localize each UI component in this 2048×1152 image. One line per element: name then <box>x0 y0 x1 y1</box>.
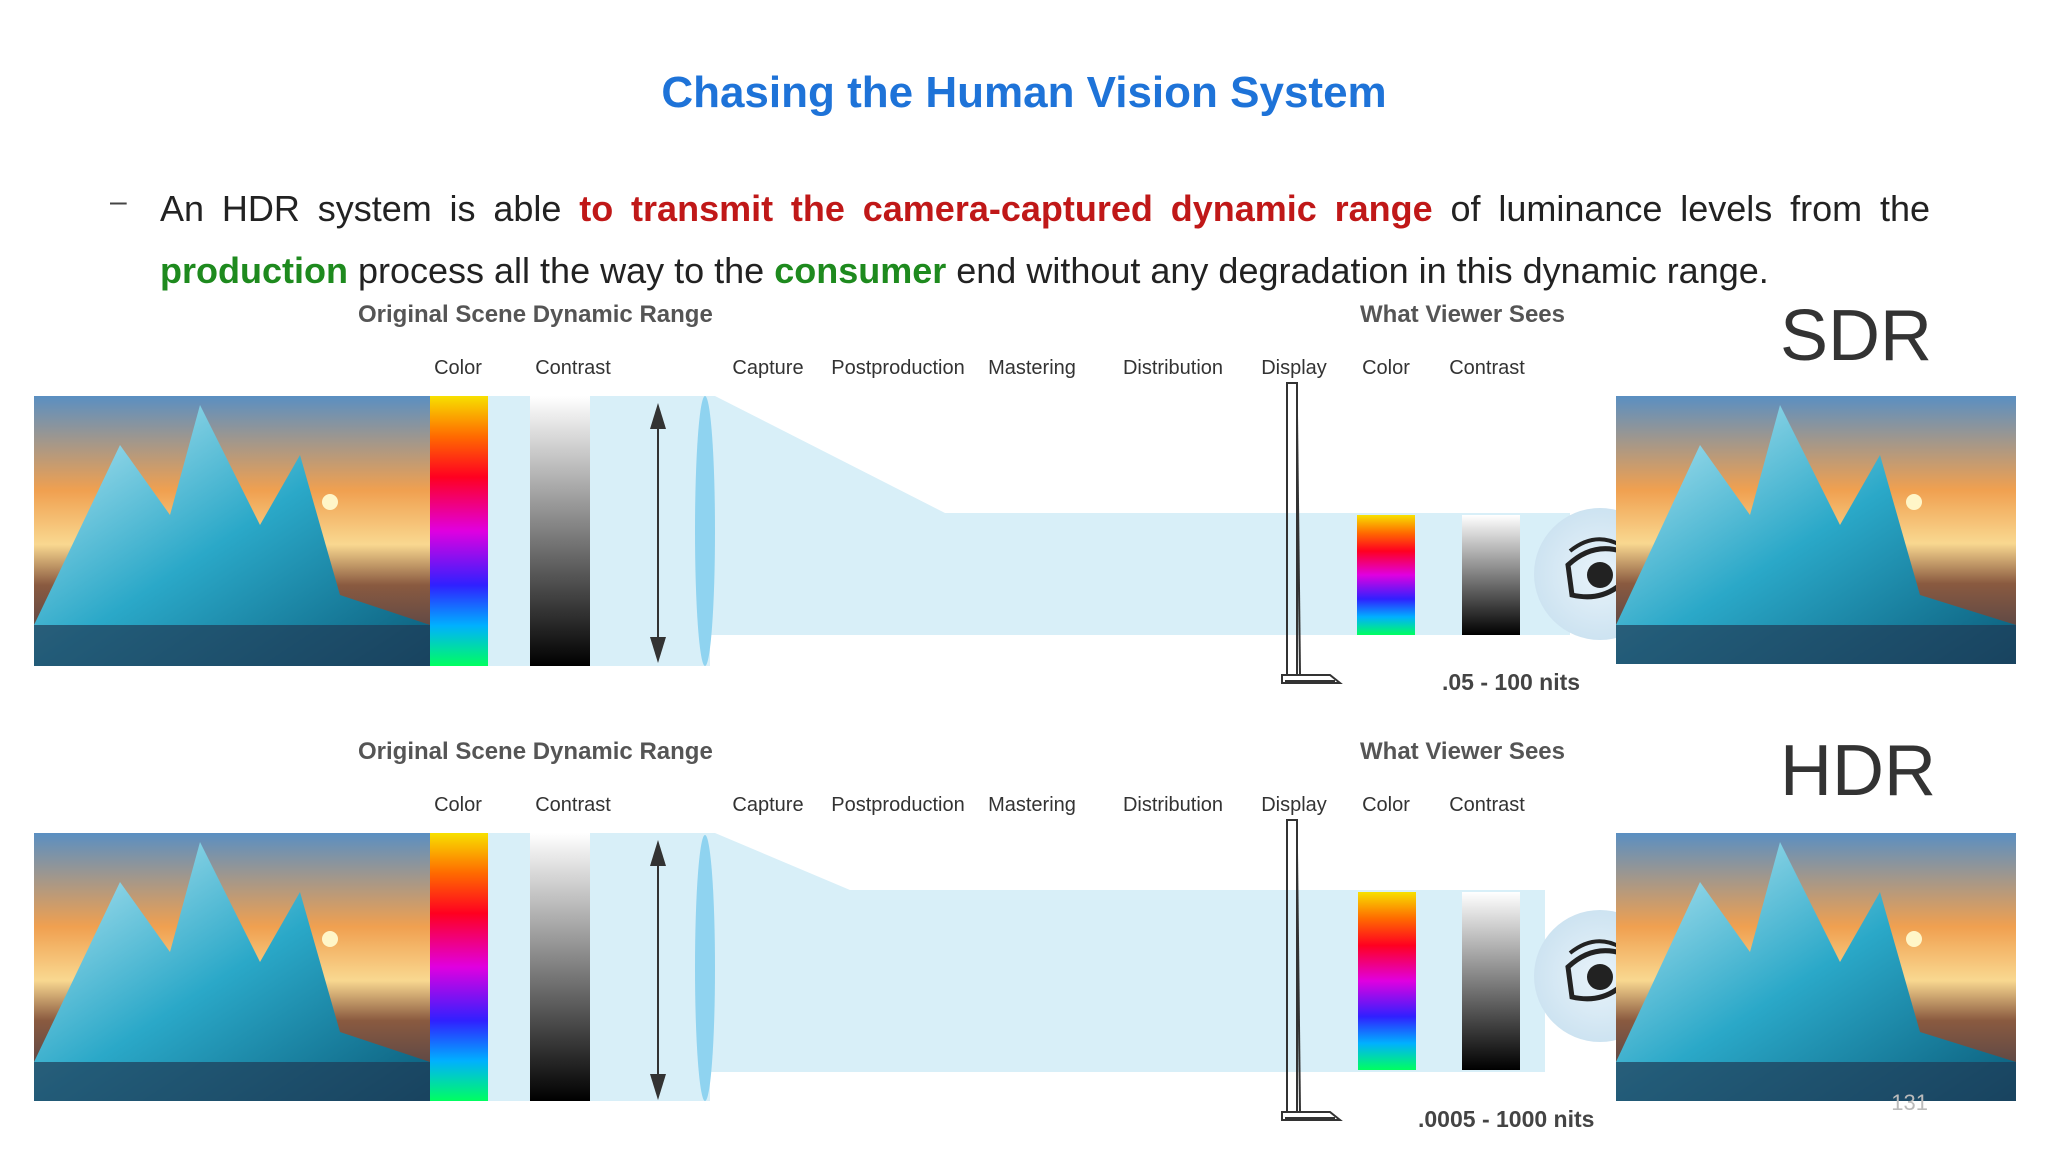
bullet-text: An HDR system is able to transmit the ca… <box>160 178 1930 302</box>
sdr-viewer-color-bar <box>1357 515 1415 635</box>
bullet-part4: end without any degradation in this dyna… <box>946 250 1769 291</box>
slide-title: Chasing the Human Vision System <box>661 68 1387 117</box>
hdr-stage-viewer-color: Color <box>1362 794 1410 816</box>
sdr-pipe-segment <box>488 396 530 666</box>
hdr-range-arrow <box>650 840 666 1100</box>
hdr-left-header: Original Scene Dynamic Range <box>358 738 713 765</box>
sdr-nits-range: .05 - 100 nits <box>1442 669 1581 695</box>
hdr-lens <box>695 835 715 1101</box>
sdr-color-bar <box>430 396 488 666</box>
sdr-stage-mastering: Mastering <box>988 357 1076 379</box>
hdr-color-bar <box>430 833 488 1101</box>
sdr-mode-label: SDR <box>1780 296 1933 376</box>
hdr-pipe <box>470 833 1545 1072</box>
sdr-stage-color: Color <box>434 357 482 379</box>
sdr-lens <box>695 396 715 666</box>
bullet-part3: process all the way to the <box>347 250 775 291</box>
hdr-mode-label: HDR <box>1780 731 1936 811</box>
hdr-right-header: What Viewer Sees <box>1360 738 1565 765</box>
hdr-stage-contrast: Contrast <box>535 794 611 816</box>
bullet-dash: – <box>110 185 127 218</box>
sdr-pipeline-graphic <box>34 382 2016 684</box>
bullet-part1: An HDR system is able <box>160 188 580 229</box>
bullet-highlight-production: production <box>160 250 348 291</box>
sdr-viewer-contrast-bar <box>1462 515 1520 635</box>
sdr-stage-display: Display <box>1261 357 1327 379</box>
sdr-right-header: What Viewer Sees <box>1360 301 1565 328</box>
hdr-stage-mastering: Mastering <box>988 794 1076 816</box>
hdr-right-scene-image <box>1616 833 2016 1101</box>
hdr-contrast-bar <box>530 833 590 1101</box>
sdr-display-icon <box>1281 382 1343 684</box>
sdr-stage-contrast: Contrast <box>535 357 611 379</box>
sdr-stage-distribution: Distribution <box>1122 357 1224 379</box>
hdr-stage-display: Display <box>1261 794 1327 816</box>
hdr-stage-postproduction: Postproduction <box>831 794 965 816</box>
hdr-nits-range: .0005 - 1000 nits <box>1418 1106 1595 1132</box>
hdr-pipe-segment-2 <box>590 833 710 1101</box>
sdr-left-header: Original Scene Dynamic Range <box>358 301 713 328</box>
bullet-highlight-red: to transmit the camera-captured dynamic … <box>579 188 1433 229</box>
sdr-stage-viewer-color: Color <box>1362 357 1410 379</box>
hdr-display-icon <box>1281 819 1343 1121</box>
hdr-diagram: Original Scene Dynamic Range What Viewer… <box>0 731 2048 1152</box>
hdr-left-scene-image <box>34 833 430 1101</box>
hdr-stage-capture: Capture <box>732 794 804 816</box>
bullet-highlight-consumer: consumer <box>774 250 947 291</box>
sdr-contrast-bar <box>530 396 590 666</box>
bullet-part2: of luminance levels from the <box>1432 188 1930 229</box>
sdr-stage-capture: Capture <box>732 357 804 379</box>
sdr-range-arrow <box>650 403 666 663</box>
sdr-left-scene-image <box>34 396 430 666</box>
hdr-viewer-contrast-bar <box>1462 892 1520 1070</box>
hdr-pipe-segment <box>488 833 530 1101</box>
sdr-stage-postproduction: Postproduction <box>831 357 965 379</box>
sdr-right-scene-image <box>1616 396 2016 664</box>
sdr-stage-viewer-contrast: Contrast <box>1449 357 1525 379</box>
sdr-pipe-segment-2 <box>590 396 710 666</box>
hdr-viewer-color-bar <box>1358 892 1416 1070</box>
page-number: 131 <box>1891 1090 1928 1115</box>
hdr-stage-viewer-contrast: Contrast <box>1449 794 1525 816</box>
hdr-pipeline-graphic <box>34 819 2016 1121</box>
hdr-stage-distribution: Distribution <box>1122 794 1224 816</box>
sdr-pipe <box>470 396 1570 635</box>
hdr-stage-color: Color <box>434 794 482 816</box>
sdr-diagram: Original Scene Dynamic Range What Viewer… <box>0 295 2048 715</box>
